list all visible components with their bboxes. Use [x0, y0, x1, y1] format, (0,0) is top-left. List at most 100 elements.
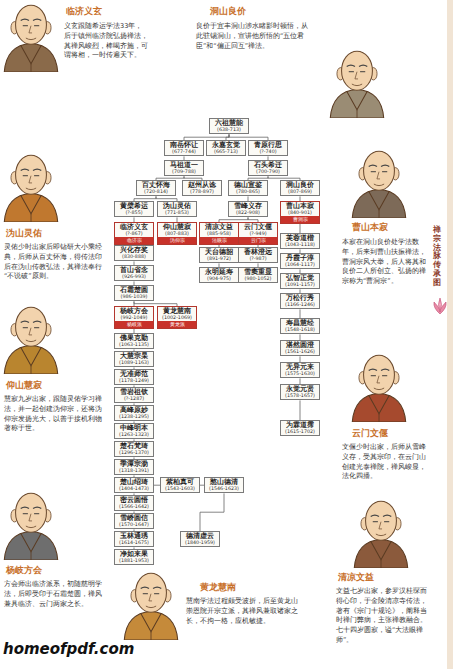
lineage-box: 沩山灵佑(771-853): [157, 201, 197, 217]
life-years: (1166-1246): [281, 302, 319, 308]
monk-name: 楚石梵琦: [115, 442, 153, 450]
life-years: (1091-1157): [281, 282, 319, 288]
monk-name: 雪岩祖钦: [115, 388, 153, 396]
lineage-box: 永嘉玄觉(665-713): [206, 140, 246, 156]
life-years: (1615-1702): [281, 429, 319, 435]
life-years: (1546-1623): [205, 486, 243, 492]
lineage-box: 永明延寿(904-975): [199, 267, 239, 283]
lineage-box: 湛然圆澄(1561-1626): [280, 340, 320, 356]
monk-name: 百丈怀海: [137, 181, 175, 189]
portrait-text: 文偃少时出家，后师从雪峰义存，受其宗印，在云门山创建光泰禅院，禅风峻显，法化四播…: [342, 443, 428, 482]
lineage-box: 佛果克勤(1063-1135): [114, 333, 154, 349]
portrait-heading: 曹山本寂: [352, 222, 388, 233]
lineage-line: [300, 400, 301, 420]
monk-name: 为霖道霈: [281, 421, 319, 429]
life-years: (822-908): [229, 210, 267, 216]
monk-name: 佛果克勤: [115, 334, 153, 342]
monk-name: 赵州从谂: [183, 181, 221, 189]
portrait-text: 义玄跟随希运学法33年，后于镇州临济院弘扬禅法，其禅风峻烈，棒喝齐施，可谓将相，…: [64, 22, 148, 61]
lineage-box: 赵州从谂(778-897): [182, 180, 222, 196]
monk-name: 洞山良价: [281, 181, 319, 189]
monk-name: 青原行思: [249, 141, 287, 149]
life-years: (638-713): [210, 127, 248, 133]
life-years: (1548-1618): [281, 327, 319, 333]
monk-name: 永觉元贤: [281, 385, 319, 393]
monk-name: 万松行秀: [281, 294, 319, 302]
monk-name: 湛然圆澄: [281, 341, 319, 349]
portrait-heading: 仰山慧寂: [6, 380, 42, 391]
life-years: (?-855): [115, 210, 153, 216]
monk-name: 中峰明本: [115, 424, 153, 432]
portrait-heading: 黄龙慧南: [200, 582, 236, 593]
lineage-box: 永觉元贤(1578-1657): [280, 384, 320, 400]
portrait-text: 灵佑少时出家后即钻研大小乘经典，后师从百丈怀海，得传法印后在沩山传教弘法，其禅法…: [4, 243, 108, 282]
life-years: (?-1287): [115, 396, 153, 402]
portrait-heading: 洞山良价: [210, 6, 246, 17]
portrait-text: 慧寂九岁出家，跟随灵佑学习禅法，并一起创建沩仰宗，还将沩仰宗发扬光大，以善于接机…: [4, 395, 108, 434]
monk-name: 永嘉玄觉: [207, 141, 245, 149]
lotus-icon: [434, 298, 446, 314]
school-tag: 曹洞宗: [281, 216, 319, 223]
lineage-box: 无异元来(1575-1630): [280, 362, 320, 378]
lineage-box: 季潭宗泐(1318-1391): [114, 459, 154, 475]
lineage-box: 玉林通琇(1614-1675): [114, 531, 154, 547]
lineage-box: 德清虚云(1840-1959): [180, 531, 220, 547]
monk-name: 清凉文益: [200, 223, 238, 231]
life-years: (830-888): [115, 254, 153, 260]
life-years: (778-897): [183, 189, 221, 195]
life-years: (677-744): [165, 149, 203, 155]
monk-name: 弘智正觉: [281, 274, 319, 282]
lineage-box: 天台德韶(891-972): [199, 247, 239, 263]
monk-name: 兴化存奖: [115, 246, 153, 254]
lineage-box: 百丈怀海(720-814): [136, 180, 176, 196]
lineage-box: 中峰明本(1263-1323): [114, 423, 154, 439]
monk-name: 云门文偃: [239, 223, 277, 231]
lineage-box: 清凉文益(885-958)法眼宗: [199, 222, 239, 245]
lineage-box: 仰山慧寂(807-883)沩仰宗: [157, 222, 197, 245]
monk-name: 净如来果: [115, 550, 153, 558]
monk-name: 六祖慧能: [210, 119, 248, 127]
school-tag: 云门宗: [239, 237, 277, 244]
monk-name: 雪峤圆信: [115, 514, 153, 522]
portrait-text: 慧南学法过程颇受波折，后至黄龙山崇恩院开宗立派，其禅风兼取诸家之长，不拘一格，应…: [186, 597, 304, 626]
lineage-box: 香林澄远(?-987): [238, 247, 278, 263]
life-years: (665-713): [207, 149, 245, 155]
monk-name: 马祖道一: [165, 161, 203, 169]
monk-name: 石霜楚圆: [115, 286, 153, 294]
monk-name: 无准师范: [115, 370, 153, 378]
monk-name: 芙蓉道楷: [281, 234, 319, 242]
life-years: (904-975): [200, 276, 238, 282]
monk-name: 杨岐方会: [115, 307, 153, 315]
monk-name: 无异元来: [281, 363, 319, 371]
life-years: (1543-1603): [161, 486, 199, 492]
life-years: (720-814): [137, 189, 175, 195]
life-years: (1614-1675): [115, 540, 153, 546]
lineage-line: [300, 224, 301, 233]
lineage-box: 丹霞子淳(1064-1117): [280, 253, 320, 269]
lineage-box: 青原行思(?-740): [248, 140, 288, 156]
life-years: (891-972): [200, 256, 238, 262]
life-years: (1578-1657): [281, 393, 319, 399]
lineage-box: 无准师范(1178-1249): [114, 369, 154, 385]
monk-name: 憨山德清: [205, 478, 243, 486]
monk-name: 南岳怀让: [165, 141, 203, 149]
monk-name: 大慧宗杲: [115, 352, 153, 360]
lineage-box: 雪窦重显(980-1052): [238, 267, 278, 283]
portrait-heading: 杨岐方会: [6, 565, 42, 576]
monk-name: 石头希迁: [249, 161, 287, 169]
monk-name: 寿昌慧经: [281, 319, 319, 327]
lineage-box: 兴化存奖(830-888): [114, 245, 154, 261]
life-years: (1064-1117): [281, 262, 319, 268]
life-years: (807-869): [281, 189, 319, 195]
lineage-box: 德山宣鉴(780-865): [228, 180, 268, 196]
life-years: (700-790): [249, 169, 287, 175]
life-years: (1238-1295): [115, 414, 153, 420]
life-years: (1263-1323): [115, 432, 153, 438]
lineage-box: 云门文偃(?-949)云门宗: [238, 222, 278, 245]
monk-name: 紫柏真可: [161, 478, 199, 486]
lineage-box: 洞山良价(807-869): [280, 180, 320, 196]
lineage-box: 密云圆悟(1566-1642): [114, 495, 154, 511]
lineage-box: 万松行秀(1166-1246): [280, 293, 320, 309]
life-years: (?-740): [249, 149, 287, 155]
